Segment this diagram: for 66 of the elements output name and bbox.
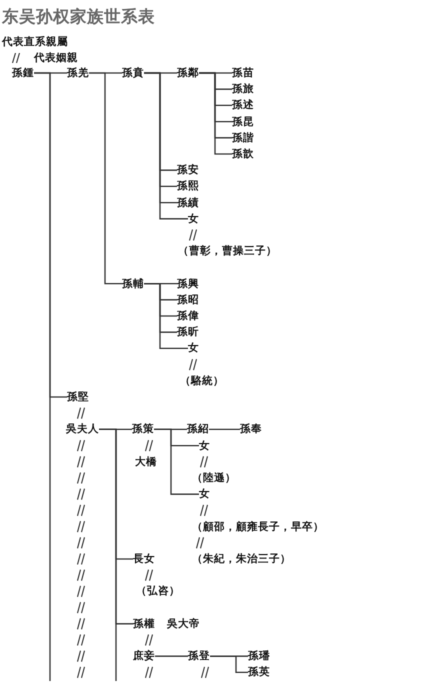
person-name: 孫歆 xyxy=(232,146,254,162)
connector-line xyxy=(210,656,248,674)
legend-text: 代表姻親 xyxy=(34,51,78,66)
double-slash-marks xyxy=(196,536,204,549)
double-slash-marks xyxy=(76,440,86,678)
person-name: 孫紹 xyxy=(187,421,209,438)
person-name: 孫述 xyxy=(232,97,254,114)
person-name: 孫鄰 xyxy=(177,65,199,81)
double-slash-marks xyxy=(188,358,198,371)
person-name: 女 xyxy=(188,340,199,356)
person-name: 女 xyxy=(188,210,199,227)
double-slash-marks xyxy=(200,456,208,468)
person-name: 孫昭 xyxy=(177,292,199,308)
person-name: 孫昆 xyxy=(232,114,254,130)
chart-title: 东吴孙权家族世系表 xyxy=(2,6,155,28)
person-name: 孫熙 xyxy=(177,178,199,194)
person-name: （顧邵，顧雍長子，早卒） xyxy=(192,518,324,535)
node-caption: 吳大帝 xyxy=(167,616,200,632)
person-name: 孫奉 xyxy=(240,421,262,438)
double-slash-marks xyxy=(144,634,154,646)
person-name: 孫昕 xyxy=(177,324,199,340)
connector-line xyxy=(154,428,199,495)
double-slash-marks xyxy=(76,407,86,420)
person-name: （弘咨） xyxy=(136,583,180,600)
person-name: （陸遜） xyxy=(192,470,236,486)
person-name: （朱紀，朱治三子） xyxy=(192,551,291,567)
person-name: 孫英 xyxy=(248,664,270,680)
person-name: （曹彰，曹操三子） xyxy=(178,243,277,260)
person-name: 孫鍾 xyxy=(12,65,34,81)
person-name: 女 xyxy=(199,438,210,454)
person-name: 孫賁 xyxy=(122,65,144,81)
connector-line xyxy=(89,72,122,284)
double-slash-marks xyxy=(144,666,154,678)
person-name: 孫堅 xyxy=(67,389,89,405)
connector-line xyxy=(199,72,232,155)
double-slash-marks xyxy=(200,504,208,516)
connector-line xyxy=(155,656,188,657)
double-slash-marks xyxy=(144,569,154,582)
connector-line xyxy=(99,428,117,681)
connector-line xyxy=(144,282,188,350)
person-name: （駱統） xyxy=(180,372,224,389)
person-name: 庶妾 xyxy=(133,648,155,664)
person-name: 吳夫人 xyxy=(66,421,99,438)
person-name: 孫權 xyxy=(133,616,155,632)
person-name: 孫輔 xyxy=(122,276,144,292)
person-name: 大橋 xyxy=(135,454,157,470)
person-name: 孫登 xyxy=(188,648,210,664)
legend-text: 代表直系親屬 xyxy=(2,35,68,50)
double-slash-marks xyxy=(144,440,154,452)
connector-line xyxy=(209,428,240,430)
connector-line xyxy=(144,72,188,220)
person-name: 孫璠 xyxy=(248,648,270,664)
person-name: 孫興 xyxy=(177,276,199,292)
person-name: 孫策 xyxy=(132,421,154,438)
person-name: 孫安 xyxy=(177,162,199,178)
person-name: 孫羌 xyxy=(67,65,89,81)
person-name: 孫諧 xyxy=(232,130,254,146)
double-slash-marks xyxy=(200,666,210,678)
person-name: 孫旅 xyxy=(232,81,254,98)
person-name: 孫績 xyxy=(177,194,199,211)
connector-line xyxy=(34,72,51,681)
person-name: 孫苗 xyxy=(232,65,254,81)
person-name: 長女 xyxy=(133,551,155,567)
double-slash-marks xyxy=(188,228,198,242)
person-name: 孫偉 xyxy=(177,308,199,324)
person-name: 女 xyxy=(199,486,210,502)
